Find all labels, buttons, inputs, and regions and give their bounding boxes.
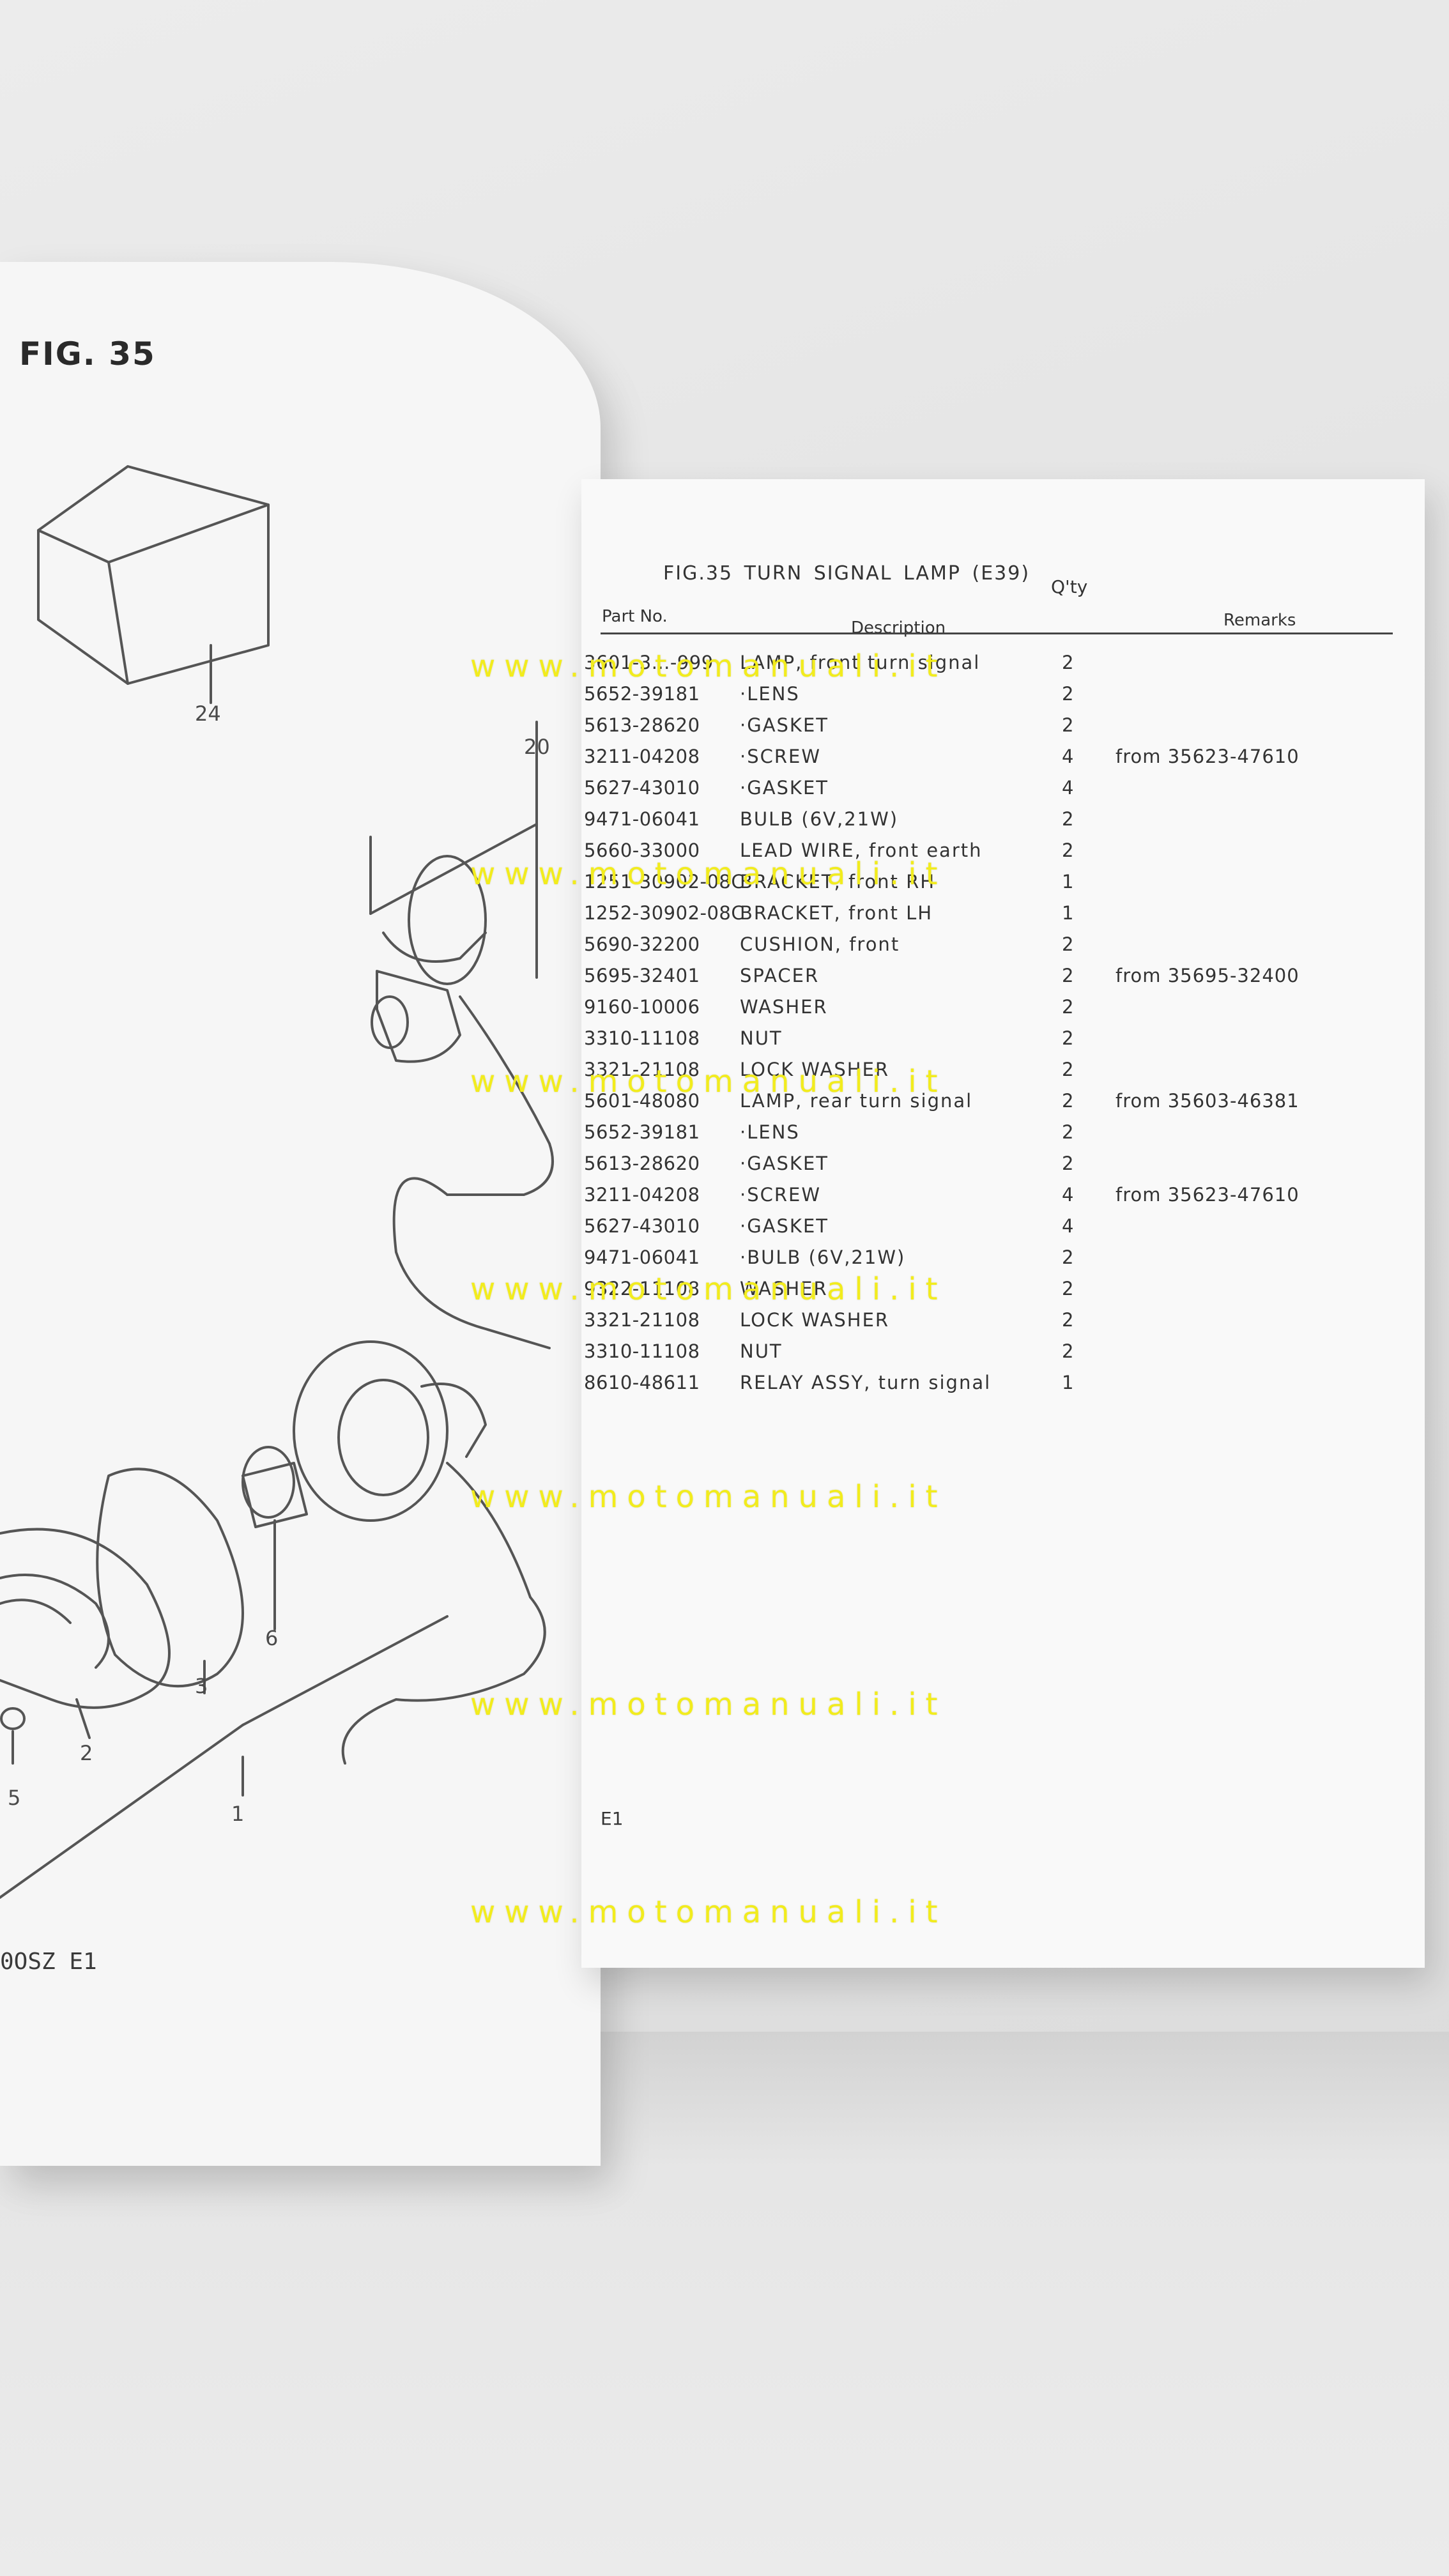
- callout-24: 24: [195, 702, 221, 726]
- parts-list-page: FIG.35 TURN SIGNAL LAMP (E39) Q'ty Part …: [581, 479, 1425, 1968]
- diagram-page: FIG. 35: [0, 262, 601, 2166]
- rear-lamp-drawing: [0, 1340, 546, 1899]
- watermark: www.motomanuali.it: [470, 1479, 947, 1515]
- callout-3: 3: [195, 1674, 208, 1698]
- remarks-header: Remarks: [1223, 611, 1296, 630]
- description-header: Description: [851, 618, 946, 638]
- part-no-header: Part No.: [602, 607, 668, 626]
- watermark: www.motomanuali.it: [470, 1687, 947, 1722]
- watermark: www.motomanuali.it: [470, 1064, 947, 1100]
- qty-header: Q'ty: [1051, 576, 1088, 597]
- page-reference: E1: [601, 1808, 624, 1829]
- watermark: www.motomanuali.it: [470, 648, 947, 684]
- callout-20: 20: [524, 735, 550, 759]
- watermark: www.motomanuali.it: [470, 1894, 947, 1930]
- callout-6: 6: [265, 1626, 279, 1650]
- callout-1: 1: [231, 1802, 245, 1826]
- watermark: www.motomanuali.it: [470, 856, 947, 892]
- table-row: 9471-06041·BULB (6V,21W)2: [584, 1246, 1074, 1268]
- figure-label: FIG. 35: [19, 335, 156, 372]
- callout-5: 5: [8, 1786, 21, 1810]
- watermark: www.motomanuali.it: [470, 1271, 947, 1307]
- header-rule: [601, 632, 1393, 634]
- exploded-diagram: [0, 465, 554, 1899]
- callout-2: 2: [80, 1741, 93, 1765]
- front-lamp-drawing: [369, 721, 554, 1349]
- relay-box-drawing: [37, 465, 270, 704]
- rear-lens-drawing: [0, 1528, 244, 1797]
- model-code: 0OSZ E1: [0, 1949, 97, 1975]
- list-title: FIG.35 TURN SIGNAL LAMP (E39): [663, 562, 1031, 585]
